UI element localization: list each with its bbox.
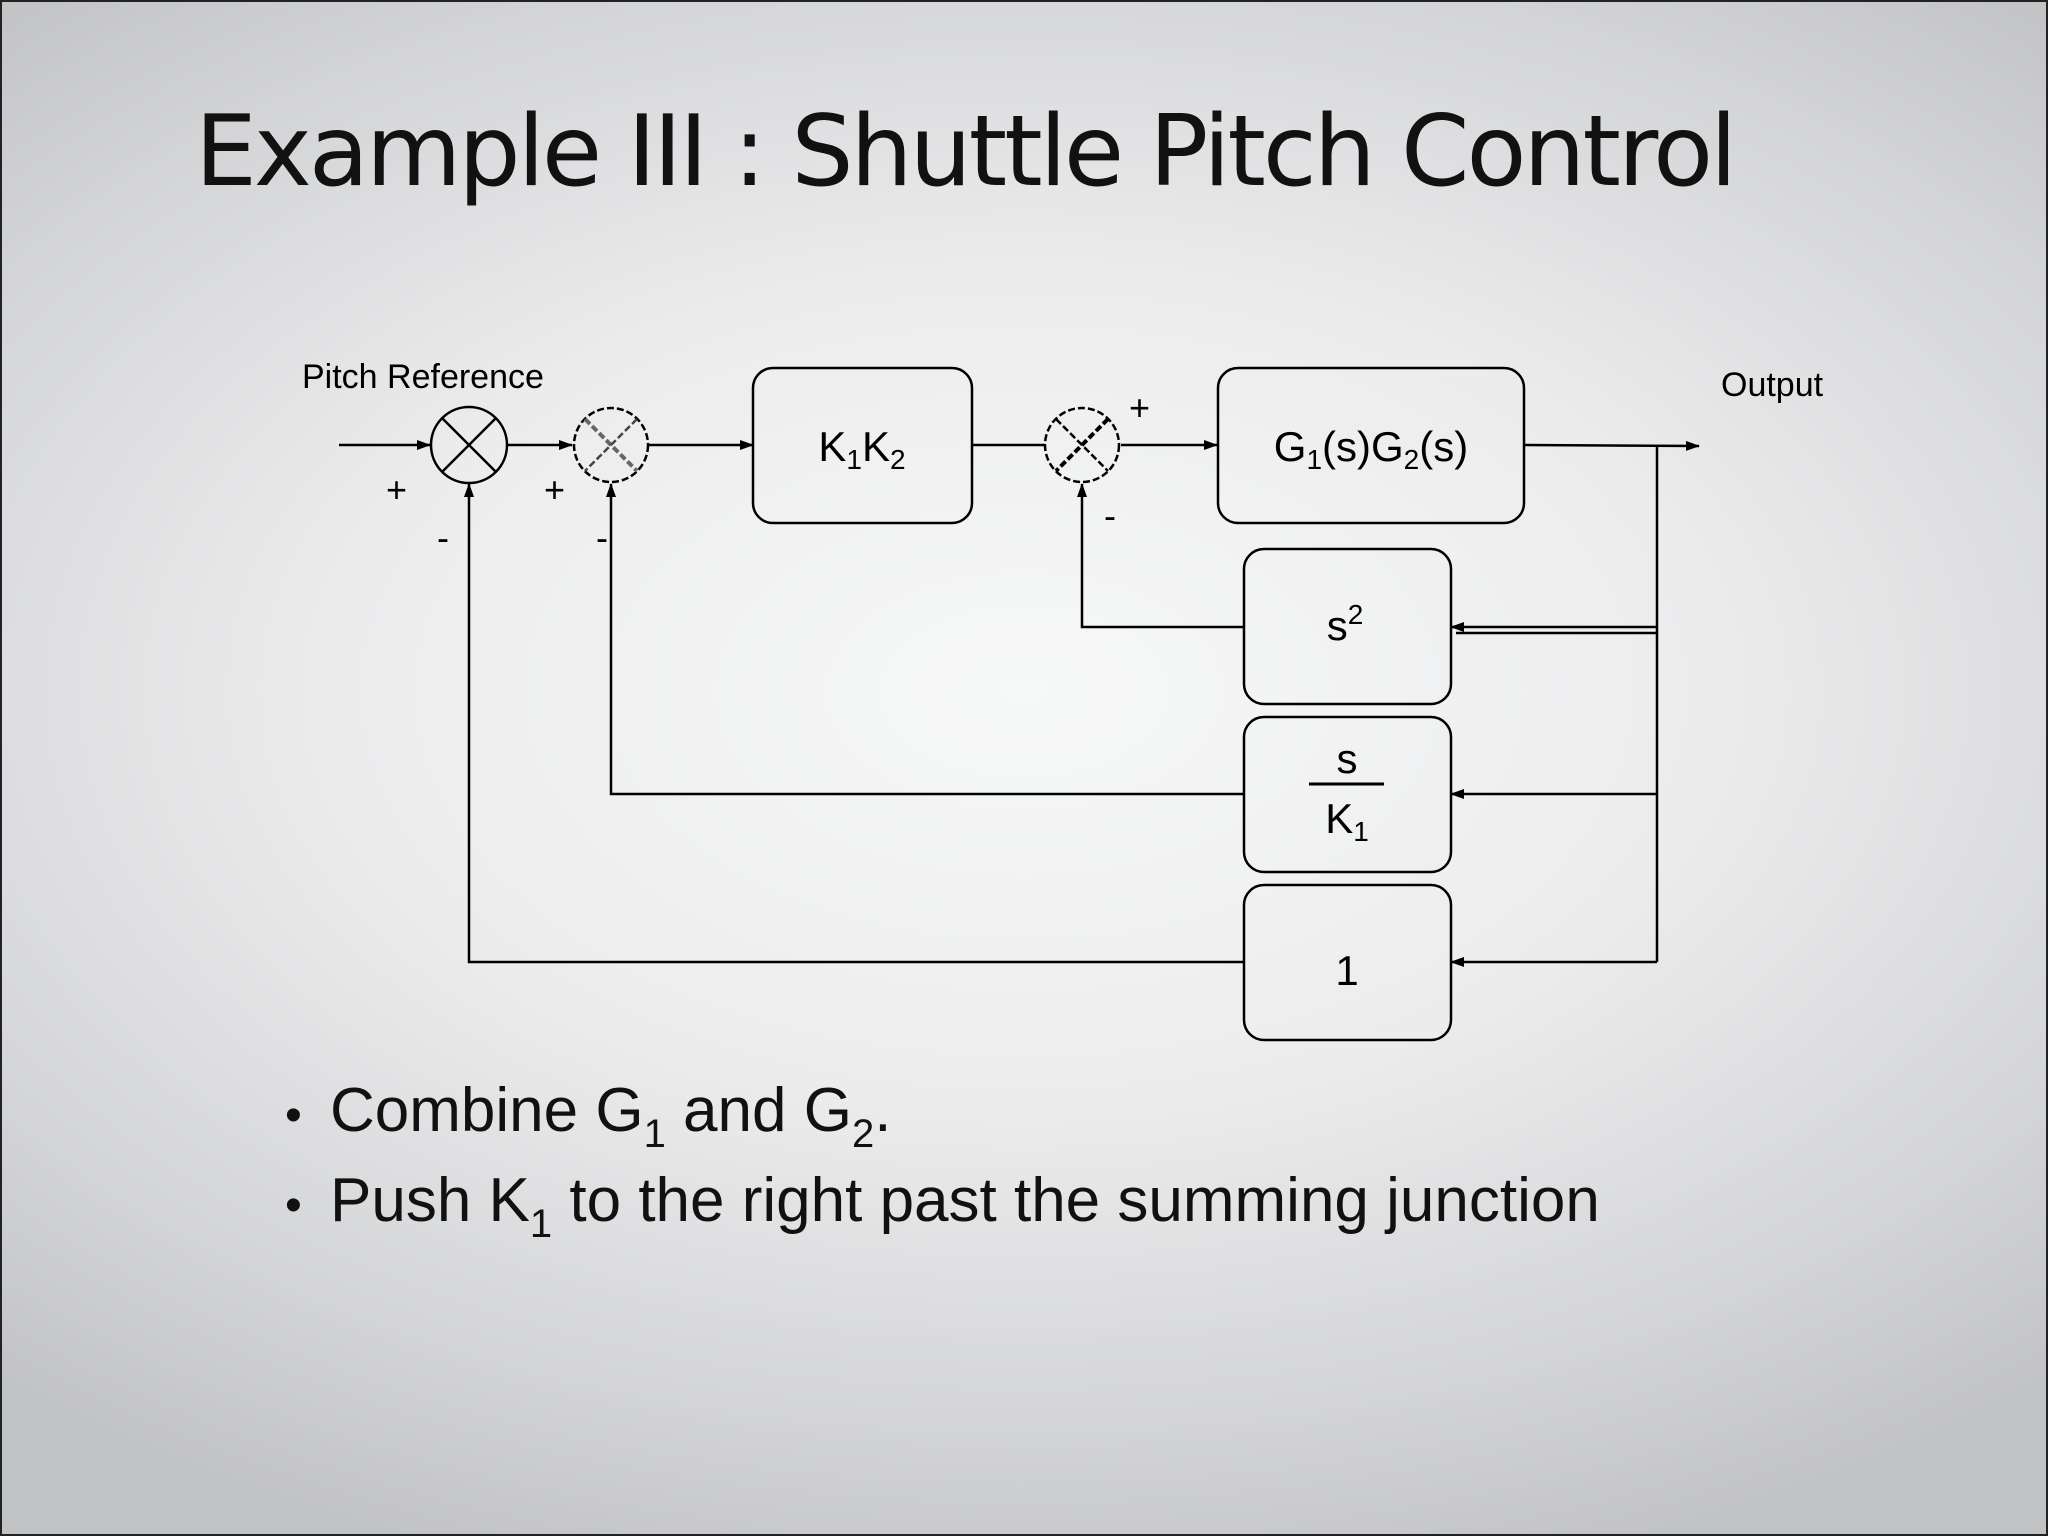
bullet-dot: • [285,1089,302,1142]
block-k1k2 [751,366,974,525]
output-label: Output [1721,366,1824,404]
slide-title: Example III : Shuttle Pitch Control [195,95,1737,209]
sum2-minus-sign: - [596,517,608,558]
block-one-label: 1 [1335,947,1358,994]
block-s-over-k1-denominator: K1 [1325,795,1369,847]
g-to-output-arrow [1523,440,1700,451]
bullet-list: • Combine G1 and G2. • Push K1 to the ri… [285,1075,1885,1255]
block-s-over-k1-numerator: s [1337,735,1358,782]
block-one [1242,883,1453,1042]
s2-to-sum3-arrow [1077,483,1244,629]
bullet-item: • Push K1 to the right past the summing … [285,1165,1885,1255]
sum2-plus-sign: + [544,469,565,510]
bullet-text: Push K1 to the right past the summing ju… [330,1166,1600,1246]
block-s2-label: s2 [1327,599,1364,649]
block-k1k2-label: K1K2 [818,423,905,475]
sum1-plus-sign: + [386,469,407,510]
block-s2 [1242,547,1453,706]
sk1-to-sum2-arrow [606,483,1244,796]
bullet-dot: • [285,1179,302,1232]
block-g1g2 [1216,366,1526,525]
bullet-item: • Combine G1 and G2. [285,1075,1885,1165]
input-label: Pitch Reference [302,358,544,396]
summing-junction-1 [429,405,509,485]
summing-junction-3 [1043,406,1121,484]
summing-junction-2 [572,406,650,484]
block-s-over-k1 [1242,715,1453,874]
block-g1g2-label: G1(s)G2(s) [1274,423,1468,475]
sum1-minus-sign: - [437,517,449,558]
sum3-plus-sign: + [1129,387,1150,428]
one-to-sum1-arrow [464,483,1244,964]
sum3-minus-sign: - [1104,495,1116,536]
bullet-text: Combine G1 and G2. [330,1076,892,1156]
